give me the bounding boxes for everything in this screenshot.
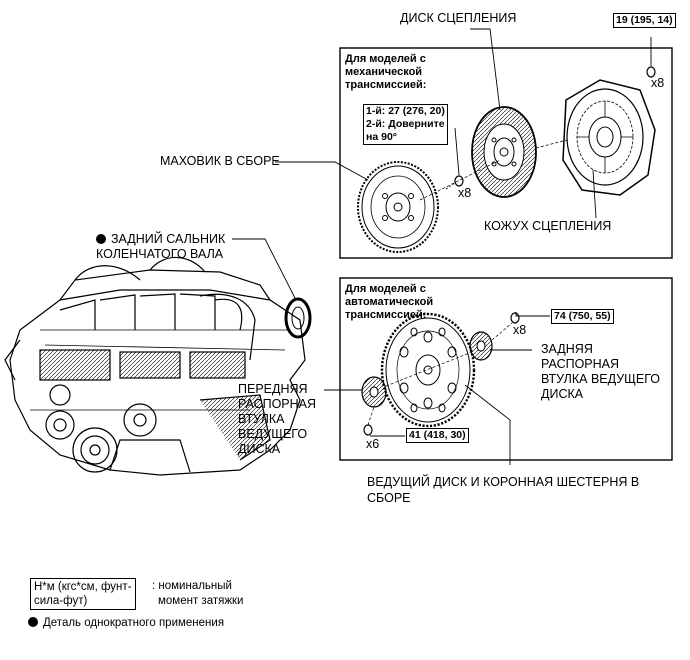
cover-torque-spec: 19 (195, 14) bbox=[613, 13, 676, 28]
front-spacer-label-4: ВЕДУЩЕГО bbox=[238, 427, 308, 441]
front-spacer-label-5: ДИСКА bbox=[238, 442, 281, 456]
front-spacer-label-1: ПЕРЕДНЯЯ bbox=[238, 382, 308, 396]
rear-spacer-label-2: РАСПОРНАЯ bbox=[541, 357, 620, 371]
flywheel-torque-line1: 1-й: 27 (276, 20) bbox=[366, 105, 445, 117]
auto-title-3: трансмиссией: bbox=[345, 309, 427, 321]
clutch-cover-bolt bbox=[646, 66, 656, 78]
legend-key-line1: Н*м (кгс*см, фунт- bbox=[34, 581, 132, 593]
rear-spacer-label-1: ЗАДНЯЯ bbox=[541, 342, 593, 356]
drive-plate-part bbox=[380, 312, 476, 428]
front-spacer-torque-spec: 41 (418, 30) bbox=[406, 428, 469, 443]
legend-torque-key: Н*м (кгс*см, фунт- сила-фут) bbox=[30, 578, 136, 610]
drive-plate-label-2: СБОРЕ bbox=[367, 491, 411, 505]
single-use-marker-icon bbox=[96, 234, 106, 244]
rear-spacer-label-3: ВТУЛКА ВЕДУЩЕГО bbox=[541, 372, 661, 386]
auto-title-1: Для моделей с bbox=[345, 283, 426, 295]
front-spacer-part bbox=[361, 376, 387, 408]
legend-single-use: Деталь однократного применения bbox=[28, 616, 224, 631]
legend-torque-desc-2: момент затяжки bbox=[158, 595, 244, 607]
drive-plate-label-1: ВЕДУЩИЙ ДИСК И КОРОННАЯ ШЕСТЕРНЯ В bbox=[367, 475, 640, 489]
rear-crankshaft-seal-part bbox=[284, 297, 312, 339]
manual-title-2: механической bbox=[345, 66, 423, 78]
legend-key-line2: сила-фут) bbox=[34, 595, 88, 607]
rear-spacer-bolt-quantity: x8 bbox=[513, 323, 527, 337]
single-use-marker-icon bbox=[28, 617, 38, 627]
front-spacer-bolt-quantity: x6 bbox=[366, 437, 380, 451]
engine-block bbox=[4, 256, 306, 476]
clutch-cover-part bbox=[562, 79, 656, 196]
assembly-axis bbox=[367, 139, 568, 426]
flywheel-label: МАХОВИК В СБОРЕ bbox=[160, 154, 280, 168]
clutch-cover-label: КОЖУХ СЦЕПЛЕНИЯ bbox=[484, 219, 612, 233]
clutch-disc-label: ДИСК СЦЕПЛЕНИЯ bbox=[400, 11, 517, 25]
auto-title-2: автоматической bbox=[345, 296, 434, 308]
clutch-disc-part bbox=[471, 106, 537, 198]
rear-spacer-label-4: ДИСКА bbox=[541, 387, 584, 401]
flywheel-part bbox=[357, 161, 439, 253]
flywheel-torque-line3: на 90° bbox=[366, 131, 397, 143]
manual-title-3: трансмиссией: bbox=[345, 79, 427, 91]
legend-torque-desc-1: : номинальный bbox=[152, 580, 232, 592]
rear-seal-label-line2: КОЛЕНЧАТОГО ВАЛА bbox=[96, 247, 224, 261]
rear-spacer-bolt bbox=[510, 312, 520, 324]
automatic-transmission-frame bbox=[339, 277, 673, 461]
rear-spacer-part bbox=[469, 331, 493, 361]
flywheel-torque-spec: 1-й: 27 (276, 20) 2-й: Доверните на 90° bbox=[363, 104, 448, 145]
rear-spacer-torque-spec: 74 (750, 55) bbox=[551, 309, 614, 324]
flywheel-bolt bbox=[445, 175, 464, 190]
manual-title-1: Для моделей с bbox=[345, 53, 426, 65]
flywheel-bolt-quantity: x8 bbox=[458, 186, 472, 200]
manual-transmission-frame bbox=[339, 47, 673, 259]
rear-seal-label: ЗАДНИЙ САЛЬНИК bbox=[96, 232, 225, 247]
leader-lines bbox=[232, 28, 652, 465]
flywheel-torque-line2: 2-й: Доверните bbox=[366, 118, 445, 130]
front-spacer-label-2: РАСПОРНАЯ bbox=[238, 397, 317, 411]
front-spacer-bolt bbox=[363, 424, 373, 436]
cover-bolt-quantity: x8 bbox=[651, 76, 665, 90]
front-spacer-label-3: ВТУЛКА bbox=[238, 412, 285, 426]
